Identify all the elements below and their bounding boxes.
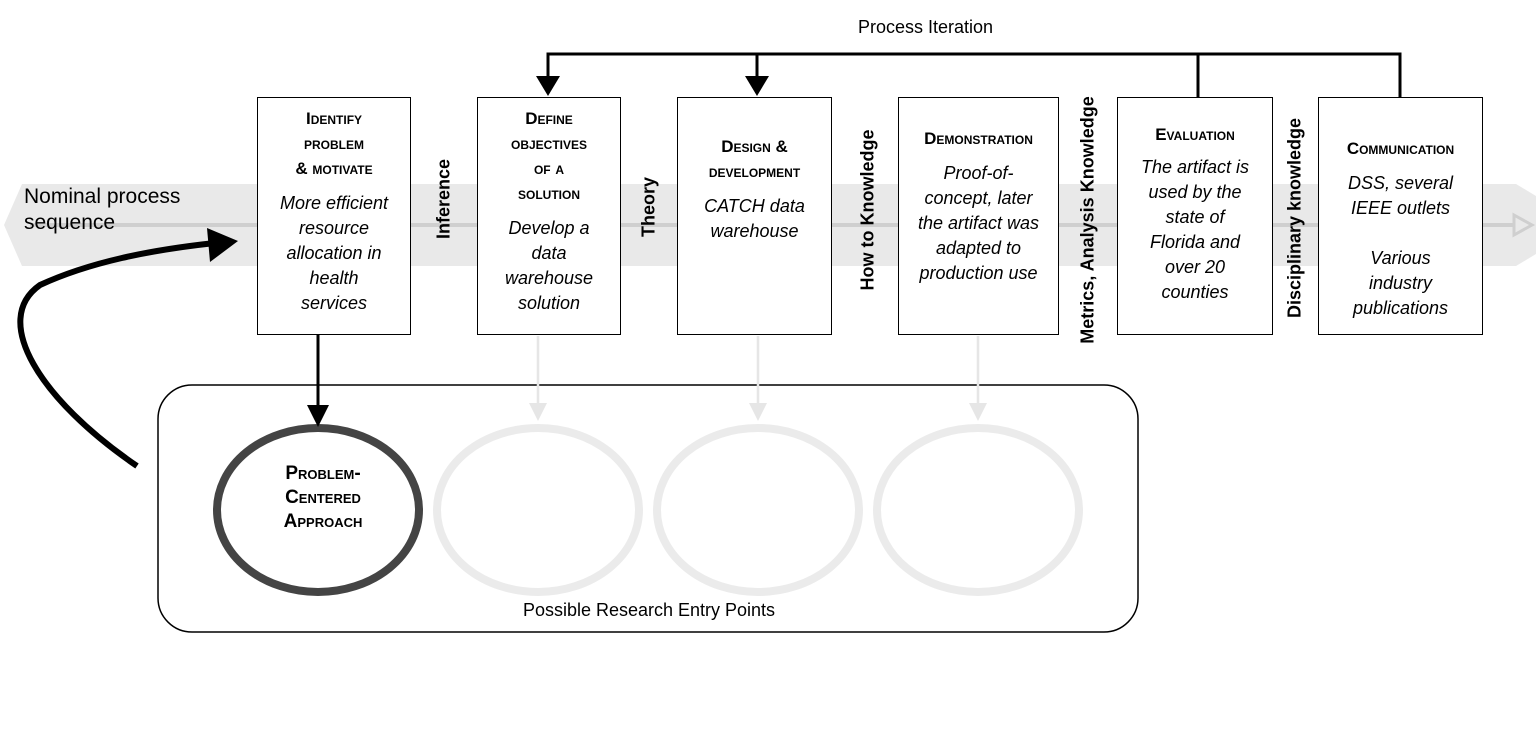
connector-disciplinary-knowledge: Disciplinary knowledge [1284, 117, 1305, 319]
entry-oval-objective-centered [433, 424, 643, 596]
nominal-sequence-arrowhead [1512, 212, 1536, 238]
iteration-arrowhead-objectives [536, 76, 560, 96]
entry-oval-problem-centered [213, 424, 423, 596]
inactive-entry-connectors [536, 336, 980, 405]
step-title: Communication [1346, 139, 1455, 158]
step-identify-problem: Identify problem & motivate More efficie… [257, 97, 411, 335]
entry-oval-design-centered [653, 424, 863, 596]
step-description: Proof-of- concept, later the artifact wa… [917, 163, 1040, 283]
step-title: Design & development [708, 137, 801, 181]
nominal-process-label: Nominal process sequence [24, 185, 181, 234]
active-entry-arrowhead [307, 405, 329, 427]
problem-centered-approach-label: Problem- Centered Approach [283, 463, 363, 532]
process-iteration-bracket [546, 52, 1402, 97]
iteration-arrowhead-design [745, 76, 769, 96]
entry-curve-arrow [17, 240, 216, 469]
connector-how-to-knowledge: How to Knowledge [857, 129, 878, 291]
process-iteration-label: Process Iteration [858, 17, 994, 37]
step-description: CATCH data warehouse [704, 196, 805, 241]
step-description: More efficient resource allocation in he… [279, 193, 389, 313]
step-communication: Communication DSS, several IEEE outlets … [1318, 97, 1483, 335]
entry-oval-client-context [873, 424, 1083, 596]
step-evaluation: Evaluation The artifact is used by the s… [1117, 97, 1273, 335]
step-description: The artifact is used by the state of Flo… [1140, 157, 1250, 302]
entry-points-container [157, 384, 1139, 633]
step-title: Identify problem & motivate [295, 109, 373, 178]
step-title: Demonstration [924, 129, 1033, 148]
connector-metrics-analysis-knowledge: Metrics, Analysis Knowledge [1077, 96, 1098, 344]
step-title: Define objectives of a solution [510, 109, 588, 203]
step-design-development: Design & development CATCH data warehous… [677, 97, 832, 335]
step-title: Evaluation [1155, 125, 1235, 144]
connector-inference: Inference [433, 158, 454, 240]
inactive-entry-arrowheads [529, 403, 987, 421]
connector-theory: Theory [638, 176, 659, 238]
step-description: DSS, several IEEE outlets Various indust… [1347, 173, 1454, 318]
step-define-objectives: Define objectives of a solution Develop … [477, 97, 621, 335]
step-demonstration: Demonstration Proof-of- concept, later t… [898, 97, 1059, 335]
step-description: Develop a data warehouse solution [504, 218, 594, 313]
entry-curve-arrowhead [207, 228, 238, 262]
entry-points-label: Possible Research Entry Points [522, 600, 776, 620]
